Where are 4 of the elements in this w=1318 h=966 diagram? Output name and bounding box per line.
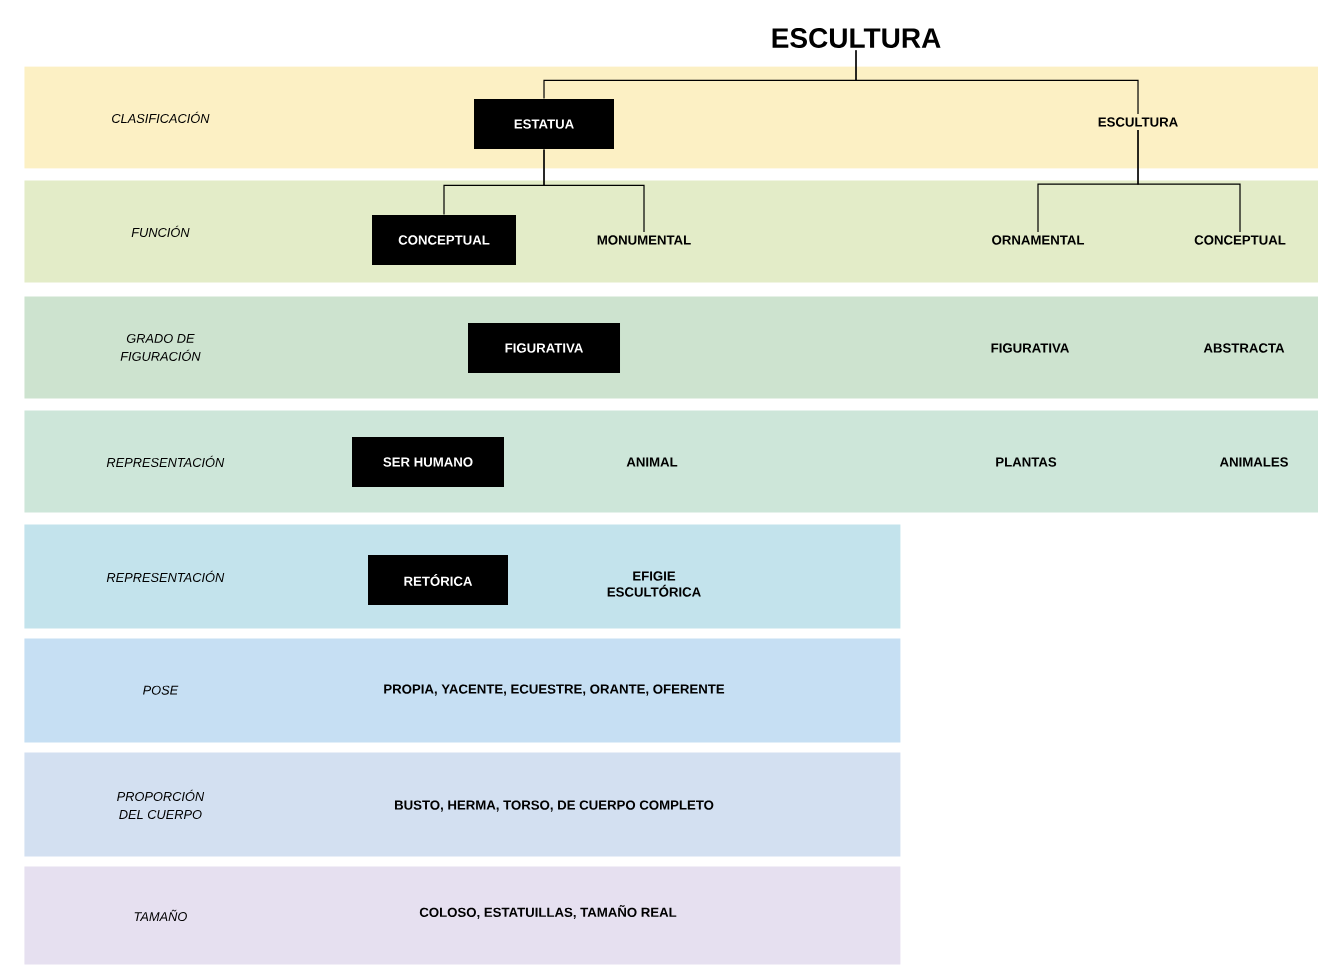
- tree-root-label: ESCULTURA: [772, 28, 941, 48]
- connector-line: [543, 148, 645, 233]
- connector-line: [855, 49, 1139, 115]
- connector-line: [1137, 129, 1241, 233]
